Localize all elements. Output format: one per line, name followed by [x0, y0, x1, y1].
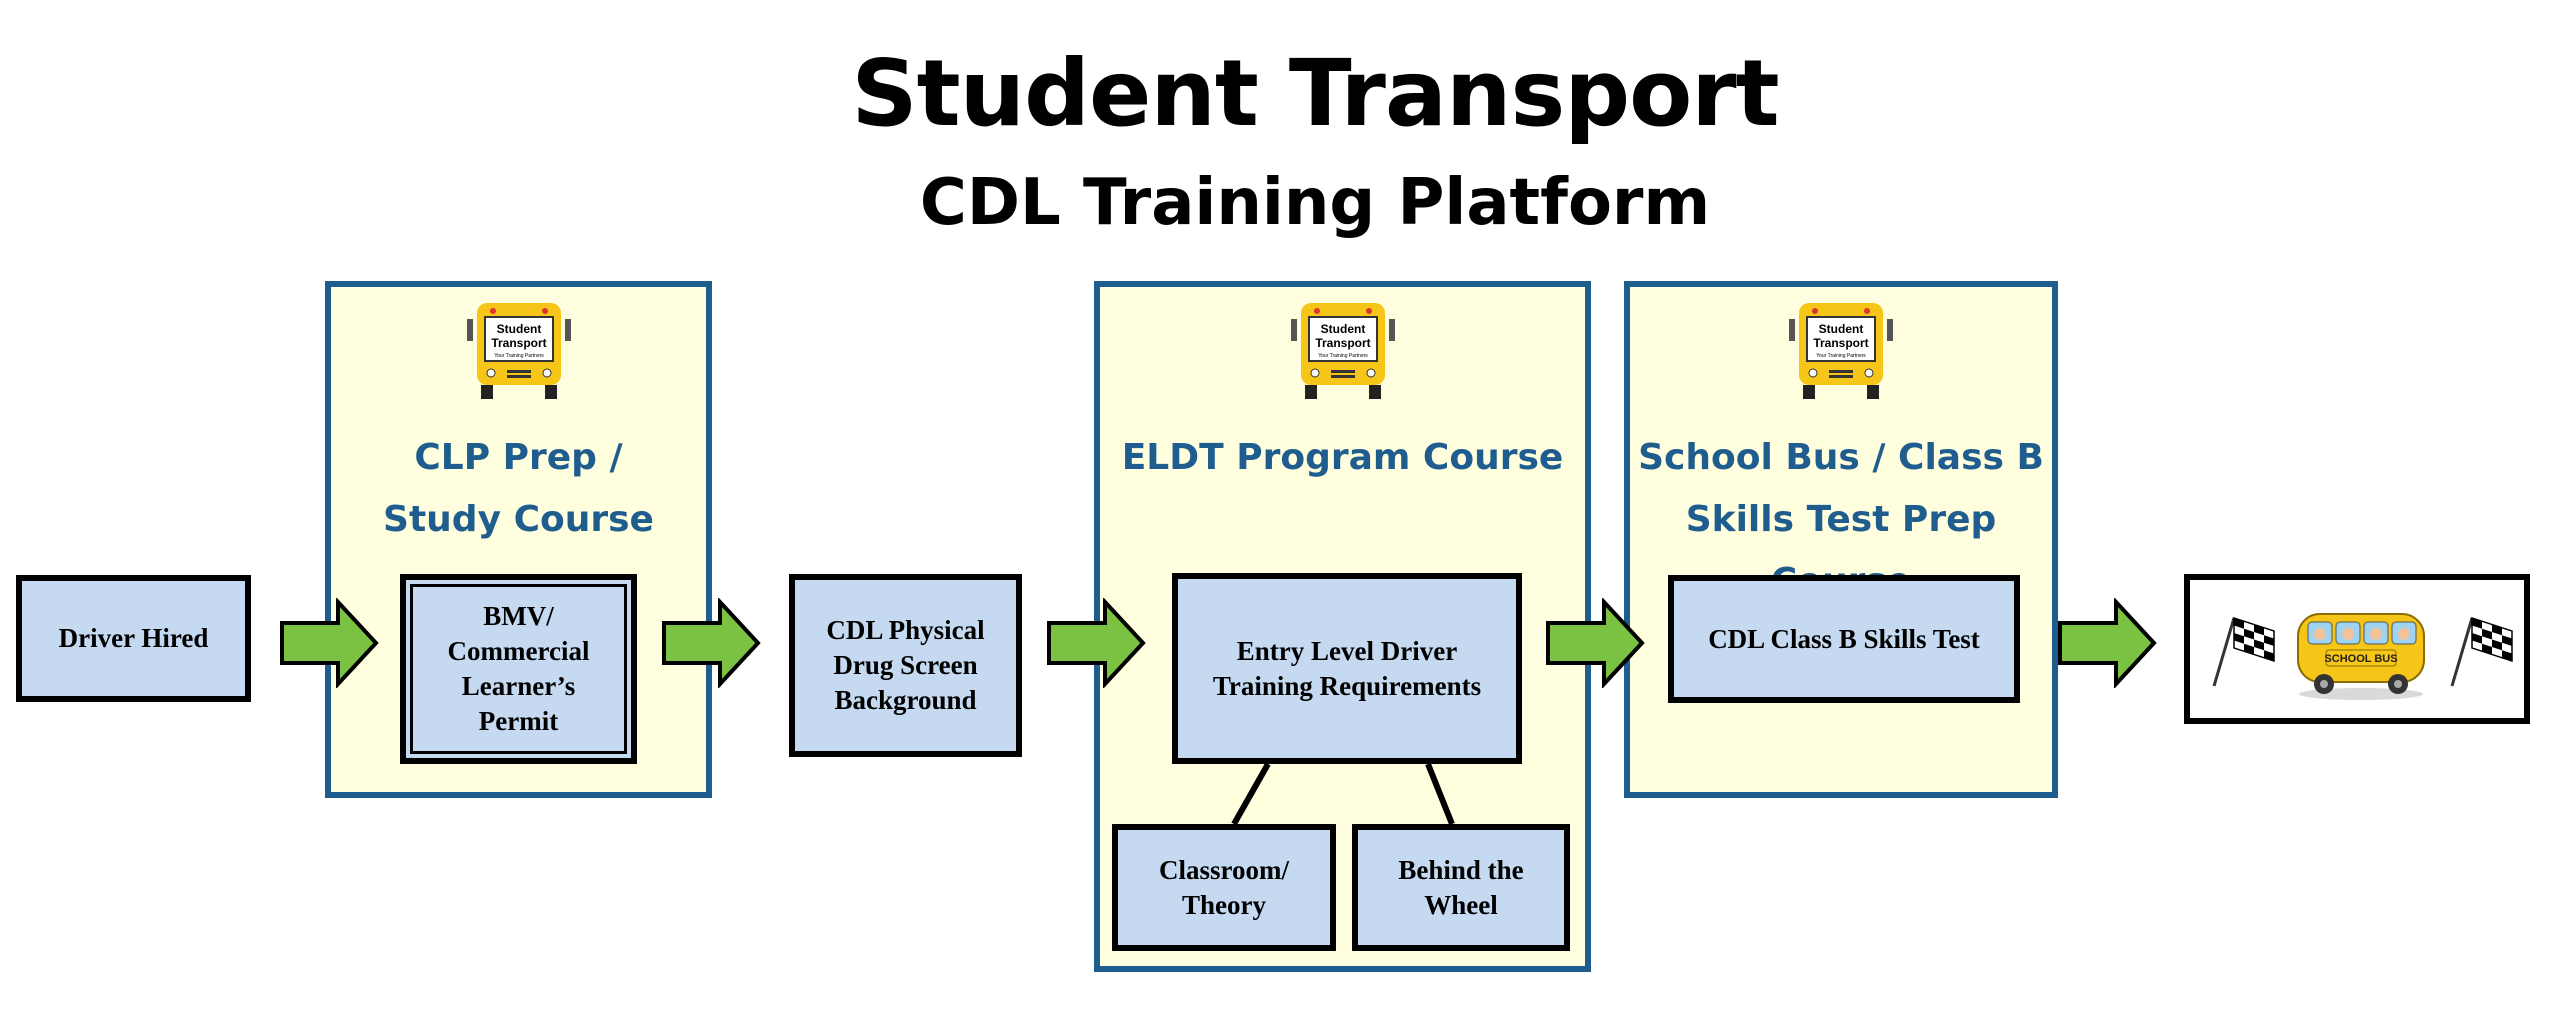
panel-clp-label-line1: CLP Prep /: [331, 427, 706, 489]
arrow-right-icon: [1546, 598, 1646, 688]
logo-text-line1: Student: [1819, 322, 1864, 336]
step-cdl-physical-label: CDL Physical Drug Screen Background: [826, 613, 984, 718]
step-skills-test-label: CDL Class B Skills Test: [1708, 622, 1980, 657]
student-transport-logo: Student Transport Your Training Partners: [1283, 297, 1403, 407]
panel-clp-label-line2: Study Course: [331, 489, 706, 551]
step-classroom-theory: Classroom/ Theory: [1112, 824, 1336, 951]
step-behind-the-wheel: Behind the Wheel: [1352, 824, 1570, 951]
finish-box: SCHOOL BUS: [2184, 574, 2530, 724]
panel-skills-label-line1: School Bus / Class B: [1630, 427, 2052, 489]
step-driver-hired-label: Driver Hired: [59, 621, 209, 656]
logo-text-line2: Transport: [1315, 336, 1370, 350]
logo-text-line1: Student: [497, 322, 542, 336]
step-learners-permit-label: BMV/ Commercial Learner’s Permit: [448, 599, 590, 739]
step-driver-hired: Driver Hired: [16, 575, 251, 702]
checkered-flag-icon: [2446, 610, 2516, 690]
arrow-right-icon: [1047, 598, 1147, 688]
student-transport-logo: Student Transport Your Training Partners: [459, 297, 579, 407]
step-learners-permit: BMV/ Commercial Learner’s Permit: [400, 574, 637, 764]
logo-text-line2: Transport: [491, 336, 546, 350]
logo-text-line2: Transport: [1813, 336, 1868, 350]
page-title: Student Transport: [0, 40, 2560, 147]
logo-tagline: Your Training Partners: [494, 353, 544, 359]
checkered-flag-icon: [2208, 610, 2278, 690]
step-eldt-requirements: Entry Level Driver Training Requirements: [1172, 573, 1522, 764]
arrow-right-icon: [280, 598, 380, 688]
panel-eldt-label: ELDT Program Course: [1100, 427, 1585, 489]
bus-sign-text: SCHOOL BUS: [2324, 653, 2397, 665]
step-skills-test: CDL Class B Skills Test: [1668, 575, 2020, 703]
step-classroom-theory-label: Classroom/ Theory: [1159, 853, 1289, 923]
arrow-right-icon: [662, 598, 762, 688]
step-cdl-physical: CDL Physical Drug Screen Background: [789, 574, 1022, 757]
page-subtitle: CDL Training Platform: [0, 166, 2560, 240]
school-bus-icon: SCHOOL BUS: [2286, 594, 2436, 704]
step-behind-the-wheel-label: Behind the Wheel: [1398, 853, 1523, 923]
logo-text-line1: Student: [1321, 322, 1366, 336]
panel-skills-test: Student Transport Your Training Partners…: [1624, 281, 2058, 798]
arrow-right-icon: [2058, 598, 2158, 688]
logo-tagline: Your Training Partners: [1816, 353, 1866, 359]
logo-tagline: Your Training Partners: [1318, 353, 1368, 359]
step-eldt-requirements-label: Entry Level Driver Training Requirements: [1213, 634, 1481, 704]
student-transport-logo: Student Transport Your Training Partners: [1781, 297, 1901, 407]
